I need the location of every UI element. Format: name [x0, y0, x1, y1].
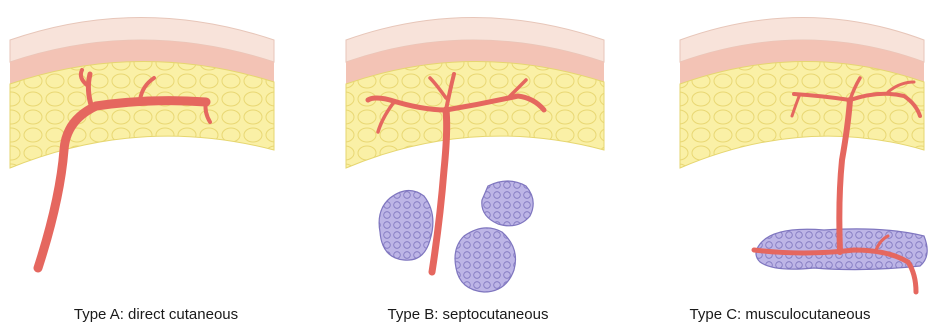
caption-type-c: Type C: musculocutaneous [624, 306, 936, 323]
panel-type-c: Type C: musculocutaneous [624, 0, 936, 334]
caption-type-b: Type B: septocutaneous [312, 306, 624, 323]
caption-type-a: Type A: direct cutaneous [0, 306, 312, 323]
muscle-bundle [455, 228, 516, 292]
diagram-type-a [0, 0, 312, 300]
muscle-bundle [379, 190, 433, 260]
panel-type-a: Type A: direct cutaneous [0, 0, 312, 334]
subcutaneous-fat-layer [10, 61, 274, 168]
diagram-type-c [624, 0, 936, 300]
panel-type-b: Type B: septocutaneous [312, 0, 624, 334]
diagram-type-b [312, 0, 624, 300]
muscle-bundle [482, 181, 533, 226]
subcutaneous-fat-layer [680, 61, 924, 168]
